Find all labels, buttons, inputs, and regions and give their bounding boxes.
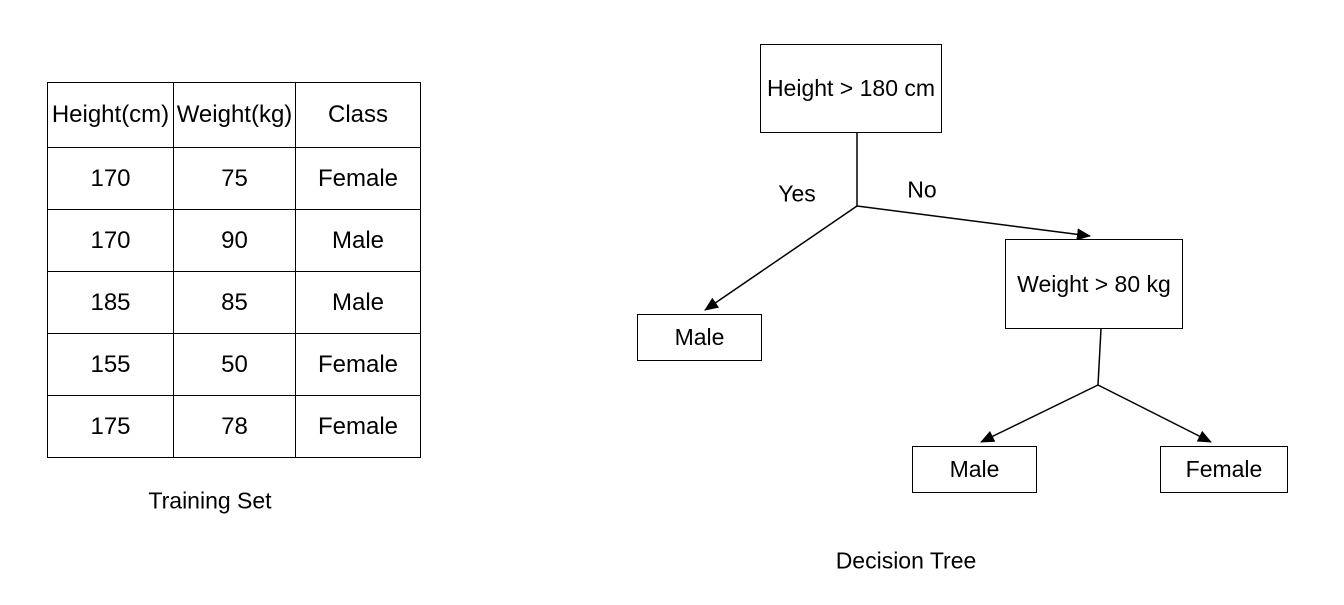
- header-cell-weight: Weight(kg): [173, 82, 296, 148]
- edge-weight-no-arrow: [1097, 384, 1212, 443]
- table-row: 170 90 Male: [47, 209, 421, 272]
- edge-no-arrow: [856, 205, 1091, 241]
- header-cell-class: Class: [295, 82, 421, 148]
- training-set-table: Height(cm) Weight(kg) Class 170 75 Femal…: [47, 82, 421, 458]
- edge-yes-arrow: [704, 205, 858, 311]
- table-cell: Female: [295, 147, 421, 210]
- table-cell: 90: [173, 209, 296, 272]
- table-cell: 75: [173, 147, 296, 210]
- edge-weight-yes-arrow: [980, 384, 1099, 443]
- edge-label-yes: Yes: [778, 180, 816, 208]
- header-cell-height: Height(cm): [47, 82, 174, 148]
- table-cell: Female: [295, 333, 421, 396]
- tree-node-weight: Weight > 80 kg: [1005, 239, 1183, 329]
- tree-leaf-male-yes: Male: [637, 314, 762, 361]
- tree-leaf-female: Female: [1160, 446, 1288, 493]
- table-cell: Female: [295, 395, 421, 458]
- table-cell: 170: [47, 209, 174, 272]
- edge-weight-stem: [1097, 328, 1102, 386]
- table-cell: Male: [295, 209, 421, 272]
- tree-caption: Decision Tree: [835, 547, 977, 574]
- table-header: Height(cm) Weight(kg) Class: [47, 82, 421, 148]
- table-cell: 185: [47, 271, 174, 334]
- table-header-row: Height(cm) Weight(kg) Class: [47, 82, 421, 148]
- table-body: 170 75 Female 170 90 Male 185 85 Male 15…: [47, 147, 421, 458]
- table-row: 155 50 Female: [47, 333, 421, 396]
- table-cell: Male: [295, 271, 421, 334]
- table-cell: 78: [173, 395, 296, 458]
- tree-node-root: Height > 180 cm: [760, 44, 942, 133]
- table-row: 185 85 Male: [47, 271, 421, 334]
- edge-label-no: No: [907, 176, 937, 204]
- tree-leaf-male-weight-yes: Male: [912, 446, 1037, 493]
- table-caption: Training Set: [148, 487, 272, 514]
- table-cell: 85: [173, 271, 296, 334]
- table-row: 175 78 Female: [47, 395, 421, 458]
- table-cell: 155: [47, 333, 174, 396]
